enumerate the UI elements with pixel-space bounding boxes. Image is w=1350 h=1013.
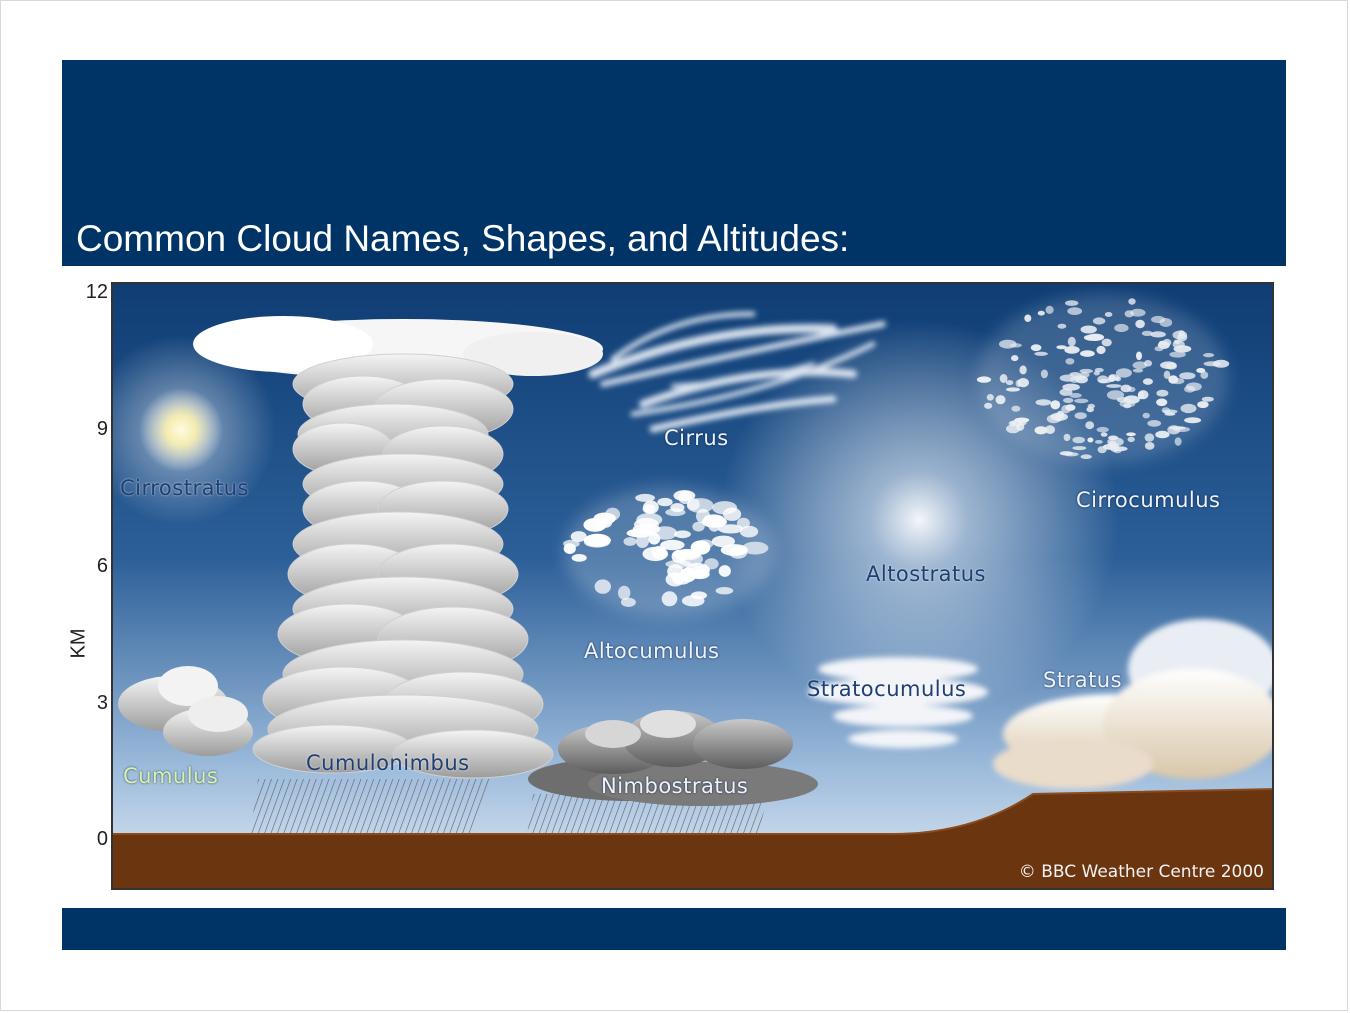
label-cumulus: Cumulus bbox=[123, 764, 219, 788]
label-altostratus: Altostratus bbox=[866, 562, 986, 586]
copyright-notice: © BBC Weather Centre 2000 bbox=[1018, 862, 1264, 882]
label-stratus: Stratus bbox=[1043, 668, 1123, 692]
axis-tick-12: 12 bbox=[85, 281, 108, 303]
cloud-diagram-art bbox=[113, 284, 1272, 888]
axis-tick-9: 9 bbox=[96, 418, 108, 440]
axis-tick-3: 3 bbox=[96, 692, 108, 714]
title-banner: Common Cloud Names, Shapes, and Altitude… bbox=[62, 60, 1286, 266]
label-cumulonimbus: Cumulonimbus bbox=[306, 751, 470, 775]
slide-title: Common Cloud Names, Shapes, and Altitude… bbox=[76, 218, 850, 259]
axis-unit-label: KM bbox=[67, 628, 90, 659]
label-stratocumulus: Stratocumulus bbox=[807, 677, 967, 701]
label-cirrus: Cirrus bbox=[664, 426, 729, 450]
axis-tick-6: 6 bbox=[96, 555, 108, 577]
label-cirrocumulus: Cirrocumulus bbox=[1076, 488, 1221, 512]
axis-tick-0: 0 bbox=[96, 828, 108, 850]
footer-banner bbox=[62, 908, 1286, 950]
label-cirrostratus: Cirrostratus bbox=[120, 476, 249, 500]
cloud-diagram: Cirrostratus Cirrus Cirrocumulus Altocum… bbox=[111, 282, 1274, 890]
label-nimbostratus: Nimbostratus bbox=[601, 774, 749, 798]
label-altocumulus: Altocumulus bbox=[584, 639, 720, 663]
